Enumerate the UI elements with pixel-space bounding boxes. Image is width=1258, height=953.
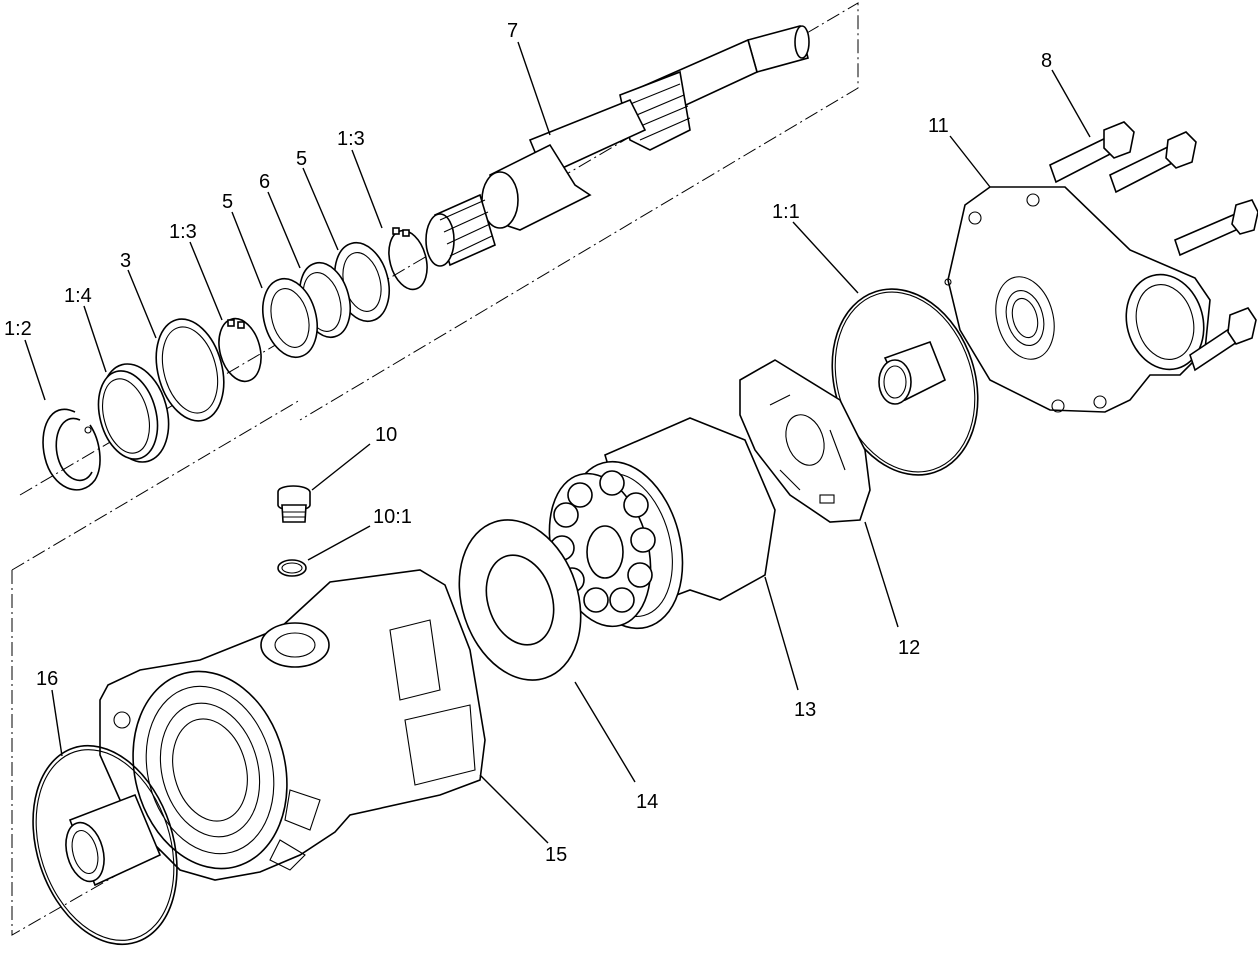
bolt-3 [1174,199,1258,257]
bolt-2 [1109,131,1197,194]
main-housing [99,569,486,881]
callout-13: 13 [794,699,816,721]
callout-11: 11 [928,115,949,137]
snap-ring-1-3a [388,227,428,291]
callout-5b: 5 [296,148,307,170]
leader-lines [24,41,1091,844]
washer-3 [155,318,225,422]
seal-16 [32,744,178,946]
retaining-ring-1-2 [42,408,101,491]
snap-ring-1-3b [218,317,262,383]
callout-7: 7 [507,20,518,42]
callout-6: 6 [259,171,270,193]
plug-10 [277,485,311,523]
thrust-washer-5a [262,277,318,359]
end-cap-housing [944,186,1211,413]
callout-1-4: 1:4 [64,285,92,307]
seal-1-4 [97,363,170,463]
callout-10-1: 10:1 [373,506,412,528]
callout-1-1: 1:1 [772,201,800,223]
callout-12: 12 [898,637,920,659]
bolt-1 [1049,121,1135,184]
needle-bearing-upper [878,340,947,405]
callout-14: 14 [636,791,658,813]
swash-plate [458,519,582,681]
callout-1-2: 1:2 [4,318,32,340]
o-ring-10-1 [277,559,307,577]
drive-shaft [425,25,810,267]
callout-5a: 5 [222,191,233,213]
callout-10: 10 [375,424,397,446]
bolt-4 [1189,307,1257,372]
needle-bearing-lower [65,793,162,887]
callout-1-3a: 1:3 [337,128,365,150]
callout-1-3b: 1:3 [169,221,197,243]
valve-plate [739,359,871,523]
callout-3: 3 [120,250,131,272]
callout-15: 15 [545,844,567,866]
callout-labels: 7 8 11 1:3 5 6 5 1:3 3 1:4 1:2 1:1 10 10… [4,20,1052,866]
callout-16: 16 [36,668,58,690]
callout-8: 8 [1041,50,1052,72]
